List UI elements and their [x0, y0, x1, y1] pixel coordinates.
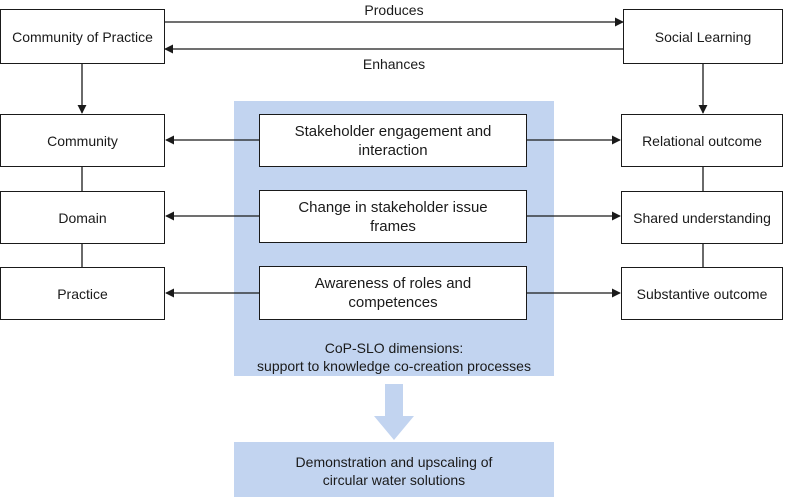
enhances-label: Enhances: [362, 56, 426, 72]
outcome-panel: [234, 442, 554, 497]
down-flow-arrow: [374, 384, 414, 440]
domain-label: Domain: [58, 209, 107, 226]
demonstration-line2: circular water solutions: [322, 472, 466, 488]
cop-slo-caption-line2: support to knowledge co-creation process…: [257, 358, 531, 374]
practice-box: Practice: [0, 267, 165, 320]
practice-label: Practice: [57, 285, 108, 302]
stakeholder-engagement-box: Stakeholder engagement and interaction: [259, 114, 527, 167]
stakeholder-engagement-label: Stakeholder engagement and interaction: [294, 122, 492, 159]
community-of-practice-label: Community of Practice: [12, 28, 153, 45]
issue-frames-box: Change in stakeholder issue frames: [259, 190, 527, 243]
social-learning-label: Social Learning: [654, 28, 752, 45]
cop-slo-caption-line1: CoP-SLO dimensions:: [324, 340, 464, 356]
roles-competences-box: Awareness of roles and competences: [259, 266, 527, 320]
demonstration-line1: Demonstration and upscaling of: [295, 454, 493, 470]
issue-frames-label: Change in stakeholder issue frames: [298, 198, 488, 235]
shared-understanding-box: Shared understanding: [621, 191, 783, 244]
cop-slo-caption: CoP-SLO dimensions: support to knowledge…: [234, 339, 554, 375]
relational-outcome-box: Relational outcome: [621, 114, 783, 167]
community-of-practice-box: Community of Practice: [0, 9, 165, 64]
community-box: Community: [0, 114, 165, 167]
social-learning-box: Social Learning: [623, 9, 783, 64]
roles-competences-label: Awareness of roles and competences: [314, 275, 472, 311]
domain-box: Domain: [0, 191, 165, 244]
community-label: Community: [47, 132, 118, 149]
produces-label: Produces: [364, 2, 424, 18]
relational-outcome-label: Relational outcome: [642, 132, 762, 149]
demonstration-caption: Demonstration and upscaling of circular …: [234, 453, 554, 489]
substantive-outcome-box: Substantive outcome: [621, 267, 783, 320]
shared-understanding-label: Shared understanding: [633, 209, 771, 226]
substantive-outcome-label: Substantive outcome: [636, 285, 768, 302]
